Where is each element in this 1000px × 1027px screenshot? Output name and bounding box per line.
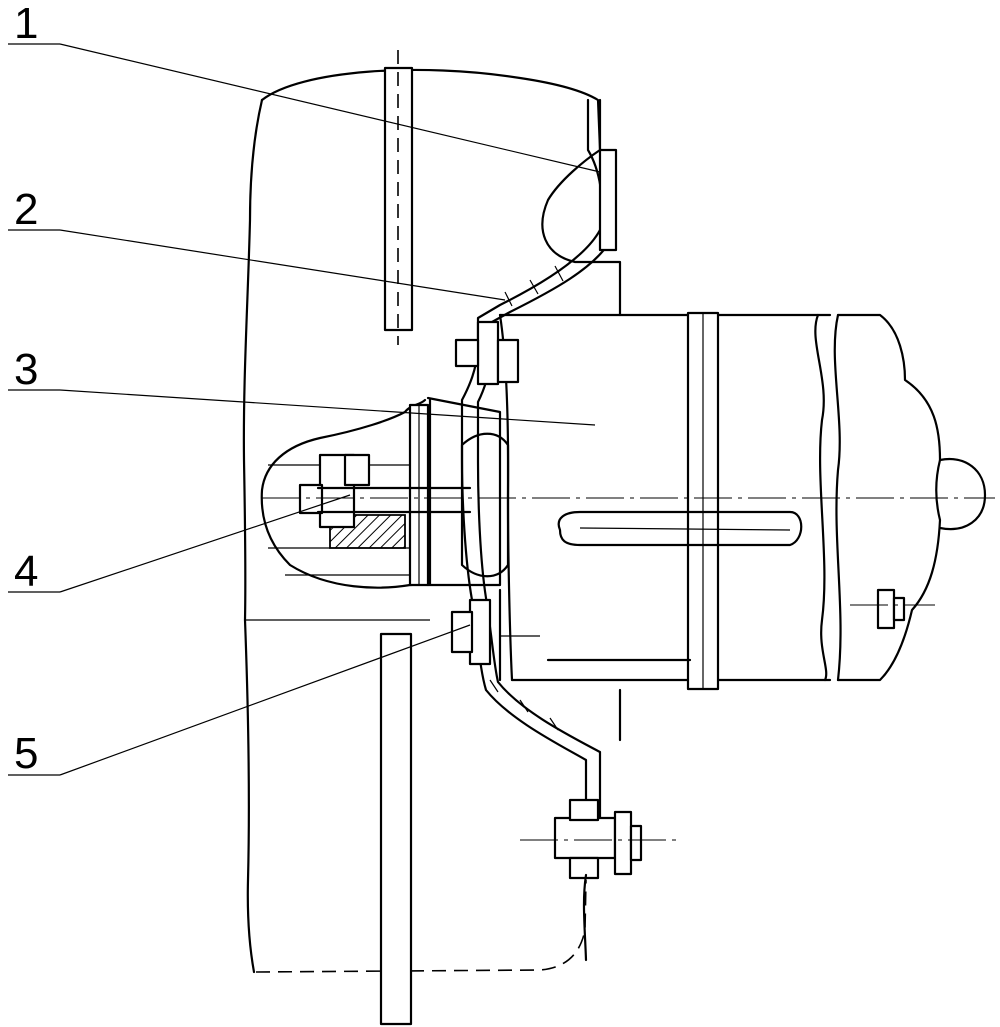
tension-bolt (553, 798, 643, 962)
upper-bolt (454, 320, 520, 386)
coupling-cutaway (260, 396, 510, 589)
mounting-bracket (460, 98, 618, 824)
callout-labels: 1 2 3 4 5 (14, 0, 38, 778)
center-lines (262, 497, 995, 841)
upper-stud (383, 50, 414, 345)
lower-stud (379, 632, 413, 1026)
generator-body (498, 311, 832, 691)
callout-2: 2 (14, 185, 38, 234)
callout-5: 5 (14, 729, 38, 778)
lower-bolt (450, 598, 492, 666)
callout-4: 4 (14, 547, 38, 596)
callout-3: 3 (14, 345, 38, 394)
housing-body (242, 68, 622, 974)
end-cap (833, 313, 987, 682)
callout-1: 1 (14, 0, 38, 48)
leader-lines (8, 43, 601, 776)
